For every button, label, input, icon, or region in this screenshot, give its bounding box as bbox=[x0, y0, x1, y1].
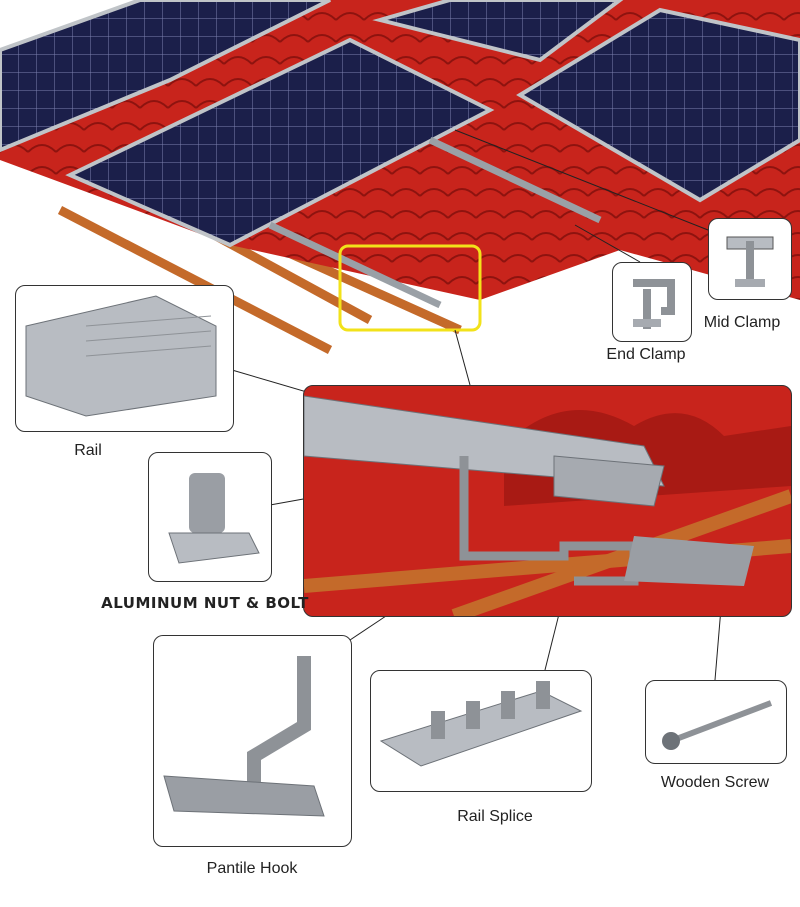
end-clamp-box bbox=[612, 262, 692, 342]
nut-bolt-box bbox=[148, 452, 272, 582]
wooden-screw-label: Wooden Screw bbox=[660, 774, 770, 791]
rail-box bbox=[15, 285, 234, 432]
mid-clamp-label: Mid Clamp bbox=[703, 314, 781, 331]
pantile-hook-label: Pantile Hook bbox=[206, 860, 298, 877]
nut-bolt-icon bbox=[168, 473, 260, 564]
rail-splice-label: Rail Splice bbox=[457, 808, 533, 825]
highlight-frame bbox=[338, 244, 482, 332]
wooden-screw-icon bbox=[662, 700, 773, 750]
end-clamp-icon bbox=[633, 279, 675, 329]
mid-clamp-icon bbox=[726, 236, 774, 287]
pantile-hook-icon bbox=[163, 656, 325, 817]
nut-bolt-label: ALUMINUM NUT & BOLT bbox=[101, 594, 309, 612]
rail-label: Rail bbox=[74, 442, 102, 459]
rails bbox=[268, 136, 602, 309]
mid-clamp-box bbox=[708, 218, 792, 300]
pantile-hook-box bbox=[153, 635, 352, 847]
end-clamp-label: End Clamp bbox=[606, 346, 686, 363]
detail-illustration bbox=[304, 395, 791, 616]
solar-panels bbox=[0, 0, 800, 248]
rail-splice-box bbox=[370, 670, 592, 792]
rail-splice-icon bbox=[379, 681, 583, 767]
wooden-screw-box bbox=[645, 680, 787, 764]
detail-view-box bbox=[303, 385, 792, 617]
rail-icon bbox=[25, 295, 217, 417]
